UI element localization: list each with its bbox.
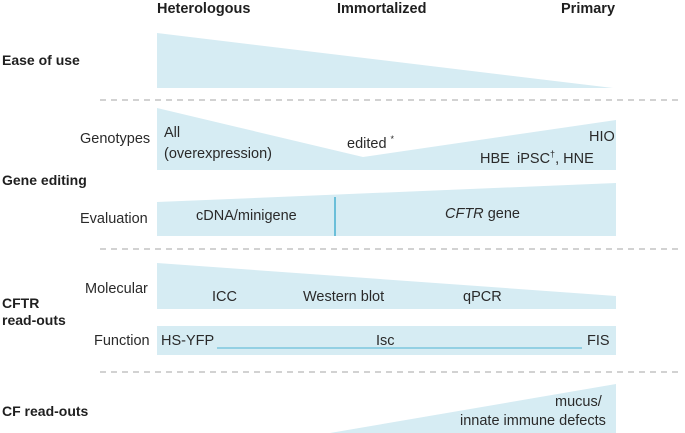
row-cftr-readouts-line2: read-outs [2,312,66,328]
ease-of-use-wedge [157,33,613,88]
function-band [157,326,616,355]
edited-footnote-mark: * [390,134,395,145]
function-isc: Isc [376,333,395,349]
cf-readouts-wedge [330,384,616,433]
ipsc-footnote-mark: † [550,149,556,160]
genotype-edited: edited * [347,134,395,152]
molecular-qpcr: qPCR [463,289,502,305]
column-heterologous: Heterologous [157,1,251,17]
sublabel-evaluation: Evaluation [80,211,148,227]
genotype-ipsc-hne: iPSC†, HNE [517,149,594,167]
molecular-icc: ICC [212,289,237,305]
evaluation-cftr-gene: CFTR gene [445,206,520,222]
function-fis: FIS [587,333,610,349]
sublabel-molecular: Molecular [85,281,148,297]
molecular-western-blot: Western blot [303,289,385,305]
column-primary: Primary [561,1,616,17]
genotypes-band [157,108,616,170]
evaluation-cdna: cDNA/minigene [196,208,297,224]
row-cf-readouts: CF read-outs [2,403,89,419]
genotype-hio: HIO [589,129,615,145]
row-cftr-readouts-line1: CFTR [2,295,40,311]
function-hs-yfp: HS-YFP [161,333,215,349]
molecular-wedge [157,263,616,309]
cf-innate-immune-defects: innate immune defects [460,413,606,429]
row-gene-editing: Gene editing [2,172,87,188]
genotype-overexpression: (overexpression) [164,146,272,162]
sublabel-genotypes: Genotypes [80,131,151,147]
sublabel-function: Function [94,333,150,349]
genotype-all: All [164,125,181,141]
row-ease-of-use: Ease of use [2,52,80,68]
evaluation-band [157,183,616,236]
genotype-hbe: HBE [480,151,510,167]
column-immortalized: Immortalized [337,1,427,17]
cf-mucus: mucus/ [555,394,602,410]
